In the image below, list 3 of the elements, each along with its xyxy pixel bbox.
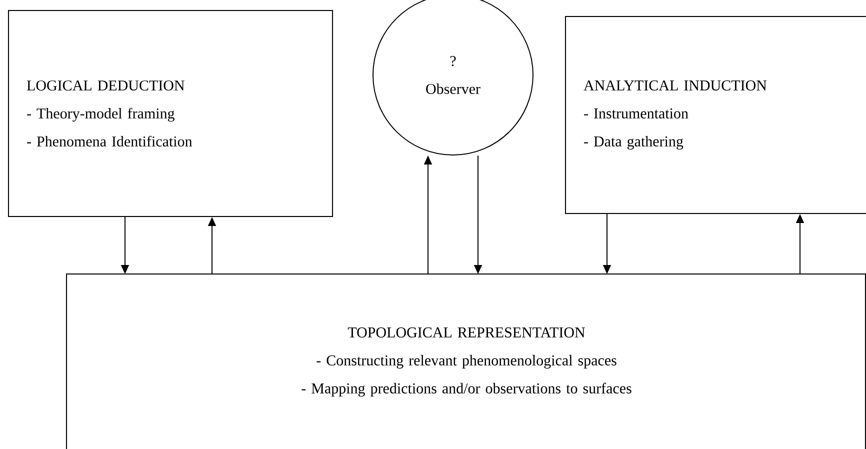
text-box: ANALYTICAL INDUCTION - Instrumentation - Data gathering [565,16,866,214]
text-box: LOGICAL DEDUCTION - Theory-model framing - Phenomena Identification [8,10,333,217]
text-box: TOPOLOGICAL REPRESENTATION - Constructing relevant phenomenological spaces - Mapping predictions and/or observations to surfaces [66,274,866,449]
